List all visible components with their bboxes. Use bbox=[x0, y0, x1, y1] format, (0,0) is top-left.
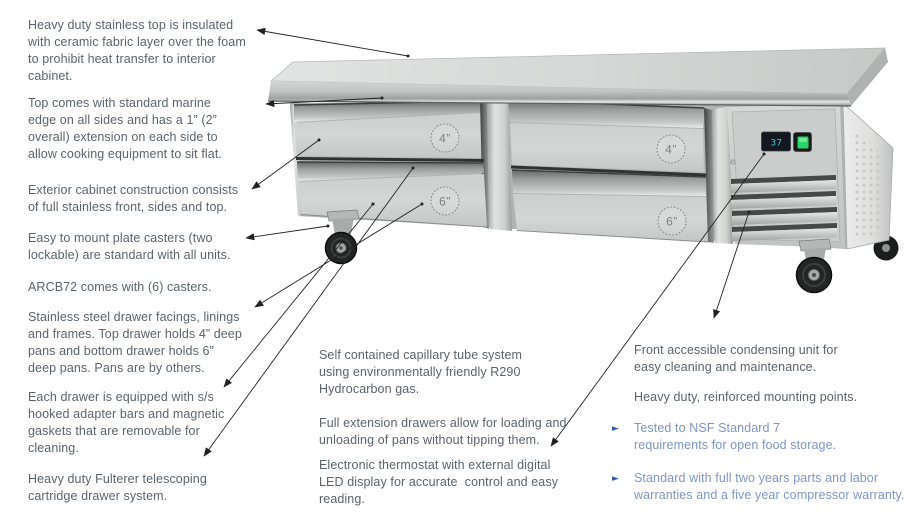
note-condensing-unit: Front accessible condensing unit for eas… bbox=[634, 343, 838, 374]
callout-line-marine-edge bbox=[265, 96, 384, 108]
note-adapter-bars: Each drawer is equipped with s/s hooked … bbox=[28, 390, 225, 455]
note-mounting-points: Heavy duty, reinforced mounting points. bbox=[634, 390, 858, 404]
note-full-extension: Full extension drawers allow for loading… bbox=[319, 416, 567, 447]
drawer-label-left-bottom: 6” bbox=[430, 186, 460, 216]
drawer-label-right-bottom: 6” bbox=[657, 206, 687, 236]
control-panel: 37 bbox=[761, 131, 812, 152]
callout-line-plate-casters bbox=[245, 224, 330, 241]
top-right-edge bbox=[847, 48, 888, 106]
svg-text:4”: 4” bbox=[439, 132, 451, 146]
top-slab bbox=[267, 47, 888, 107]
note-marine-edge: Top comes with standard marine edge on a… bbox=[28, 96, 222, 161]
left-drawer-seam bbox=[295, 157, 485, 162]
note-telescoping-slides: Heavy duty Fulterer telescoping cartridg… bbox=[28, 472, 207, 503]
note-caster-count: ARCB72 comes with (6) casters. bbox=[28, 280, 212, 294]
caster-wheel-front-right bbox=[795, 238, 833, 294]
bullet-arrow-icon: ► bbox=[612, 424, 619, 434]
top-front-marine-edge bbox=[268, 81, 851, 106]
drawer-label-right-top: 4” bbox=[656, 134, 686, 164]
bullet-arrow-icon: ► bbox=[612, 474, 619, 484]
note-thermostat: Electronic thermostat with external digi… bbox=[319, 458, 559, 506]
note-cabinet-construction: Exterior cabinet construction consists o… bbox=[28, 183, 239, 214]
temperature-display bbox=[761, 131, 791, 152]
callout-line-condensing-unit bbox=[713, 210, 751, 319]
perforated-side-panel bbox=[842, 102, 894, 250]
bullet-warranty: Standard with full two years parts and l… bbox=[634, 471, 905, 502]
callout-line-thermostat-display bbox=[550, 152, 766, 447]
callout-line-insulated-top bbox=[256, 27, 410, 58]
callout-lines bbox=[203, 27, 766, 457]
center-stile bbox=[487, 100, 512, 231]
note-refrigeration-system: Self contained capillary tube system usi… bbox=[319, 348, 523, 396]
door-hinge-screw bbox=[730, 159, 736, 165]
svg-text:4”: 4” bbox=[665, 143, 677, 157]
temperature-display-value: 37 bbox=[771, 139, 783, 149]
svg-text:6”: 6” bbox=[666, 215, 678, 229]
callout-line-telescoping-slides bbox=[203, 166, 415, 457]
note-plate-casters: Easy to mount plate casters (two lockabl… bbox=[28, 231, 231, 262]
note-drawer-facings: Stainless steel drawer facings, linings … bbox=[28, 310, 242, 375]
bullet-nsf-standard: Tested to NSF Standard 7 requirements fo… bbox=[634, 421, 837, 452]
note-stainless-top: Heavy duty stainless top is insulated wi… bbox=[28, 18, 246, 83]
drawer-label-left-top: 4” bbox=[430, 123, 460, 153]
svg-text:6”: 6” bbox=[439, 195, 451, 209]
